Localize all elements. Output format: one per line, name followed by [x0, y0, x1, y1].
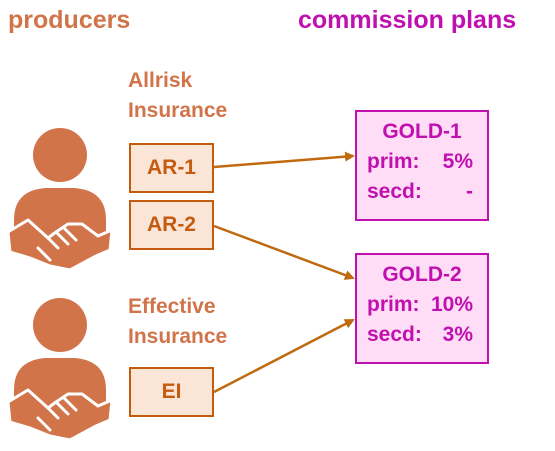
commission-plans-heading: commission plans: [298, 6, 517, 34]
plan-box-gold1: GOLD-1 prim: 5% secd: -: [355, 110, 489, 221]
producer-box-ar2: AR-2: [129, 200, 214, 250]
company-allrisk: Allrisk Insurance: [128, 66, 227, 126]
producer-label: AR-2: [146, 213, 196, 236]
prim-label: prim:: [367, 293, 420, 316]
producer-box-ei: EI: [129, 367, 214, 417]
plan-box-gold2: GOLD-2 prim: 10% secd: 3%: [355, 253, 489, 364]
prim-value: 5%: [442, 150, 473, 173]
prim-value: 10%: [430, 293, 473, 316]
company-name-line2: Insurance: [128, 325, 228, 348]
producer-label: AR-1: [146, 156, 196, 179]
arrow-ar2-to-gold2: [213, 224, 355, 280]
producers-heading: producers: [8, 6, 131, 34]
arrow-ar1-to-gold1: [213, 151, 355, 169]
secd-value: 3%: [442, 323, 473, 346]
producer-box-ar1: AR-1: [129, 143, 214, 193]
company-effective: Effective Insurance: [128, 292, 227, 352]
secd-label: secd:: [367, 323, 422, 346]
secd-value: -: [466, 180, 473, 203]
plan-name: GOLD-2: [382, 263, 462, 286]
company-name-line2: Insurance: [128, 99, 228, 122]
plan-prim-row: prim: 5%: [367, 147, 487, 177]
plan-secd-row: secd: -: [367, 177, 487, 207]
company-name-line1: Effective: [128, 295, 216, 318]
arrow-ei-to-gold2: [213, 318, 355, 394]
plan-name: GOLD-1: [382, 120, 462, 143]
plan-prim-row: prim: 10%: [367, 290, 487, 320]
prim-label: prim:: [367, 150, 420, 173]
plan-secd-row: secd: 3%: [367, 320, 487, 350]
secd-label: secd:: [367, 180, 422, 203]
producer-label: EI: [161, 380, 182, 403]
company-name-line1: Allrisk: [128, 69, 193, 92]
